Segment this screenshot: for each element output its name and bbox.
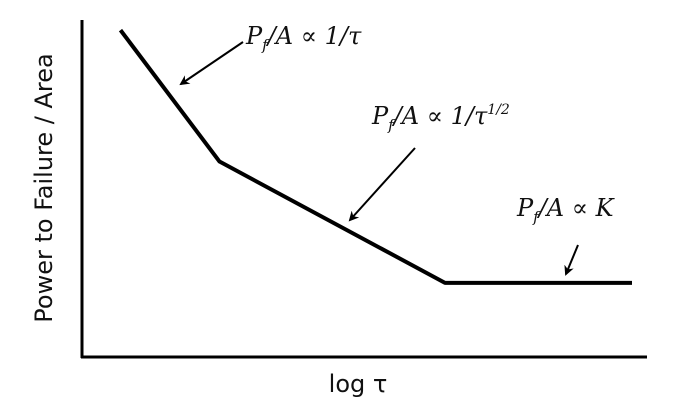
arrow-3 [564, 244, 579, 276]
y-axis-label: Power to Failure / Area [30, 53, 58, 322]
x-axis-label: log τ [329, 370, 388, 398]
series-line [118, 28, 632, 285]
annotation-3: Pf/A ∝ K [516, 194, 616, 226]
annotation-1: Pf/A ∝ 1/τ [245, 22, 362, 54]
arrow-2 [348, 147, 416, 222]
arrow-1 [179, 41, 244, 86]
annotation-2: Pf/A ∝ 1/τ1/2 [371, 102, 510, 134]
